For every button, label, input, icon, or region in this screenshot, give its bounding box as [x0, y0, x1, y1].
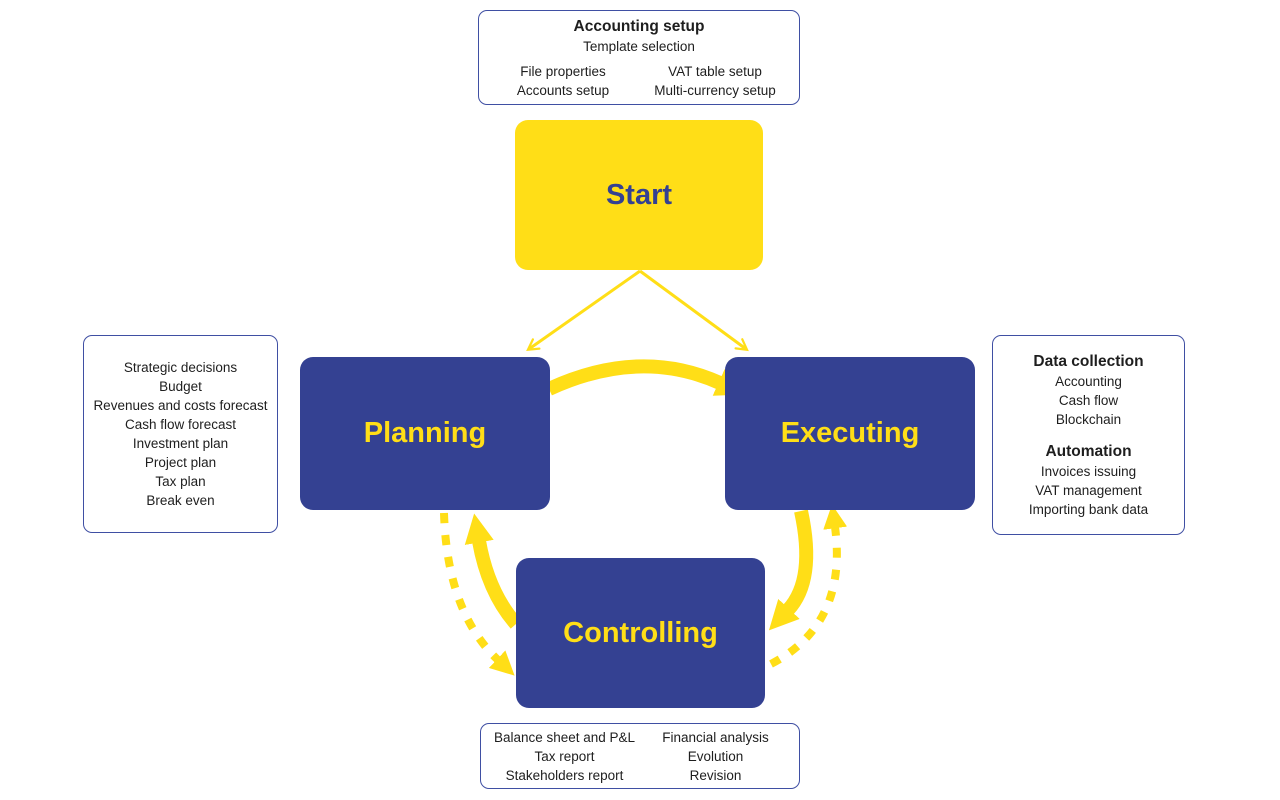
controlling-node: Controlling: [516, 558, 765, 708]
list-item: Multi-currency setup: [654, 82, 776, 98]
list-item: Importing bank data: [1028, 502, 1149, 517]
data-collection-title: Data collection: [1033, 353, 1144, 370]
planning-details-box: Strategic decisions Budget Revenues and …: [83, 335, 278, 533]
list-item: Budget: [159, 379, 202, 394]
arrow-controlling-to-planning: [464, 513, 522, 629]
list-item: Cash flow forecast: [124, 417, 237, 432]
arrow-start-to-planning: [526, 269, 641, 352]
list-item: Revision: [689, 767, 742, 783]
executing-node-label: Executing: [780, 417, 920, 449]
list-item: Invoices issuing: [1040, 464, 1137, 479]
list-item: Accounting: [1055, 374, 1122, 389]
arrow-executing-to-controlling: [768, 509, 814, 631]
arrow-controlling-to-executing-dashed: [769, 504, 848, 668]
list-item: Stakeholders report: [505, 767, 624, 783]
list-item: VAT management: [1035, 483, 1142, 498]
automation-title: Automation: [1045, 443, 1132, 460]
list-item: Cash flow: [1058, 393, 1119, 408]
list-item: Accounts setup: [516, 82, 610, 98]
list-item: File properties: [520, 63, 606, 79]
list-item: Blockchain: [1055, 412, 1122, 427]
controlling-node-label: Controlling: [563, 616, 718, 649]
list-item: Investment plan: [132, 436, 229, 451]
list-item: Tax plan: [155, 474, 206, 489]
accounting-setup-columns: File properties Accounts setup VAT table…: [479, 62, 799, 100]
accounting-setup-box: Accounting setup Template selection File…: [478, 10, 800, 105]
arrow-start-to-executing: [639, 269, 749, 352]
list-item: Tax report: [534, 748, 595, 764]
list-item: Break even: [146, 493, 215, 508]
controlling-details-columns: Balance sheet and P&L Tax report Stakeho…: [481, 728, 799, 785]
accounting-setup-subtitle: Template selection: [583, 38, 695, 54]
list-item: VAT table setup: [668, 63, 762, 79]
list-item: Evolution: [687, 748, 744, 764]
executing-details-box: Data collection Accounting Cash flow Blo…: [992, 335, 1185, 535]
list-item: Project plan: [144, 455, 217, 470]
arrow-planning-to-executing: [546, 359, 746, 396]
accounting-setup-title: Accounting setup: [573, 17, 705, 35]
start-node-label: Start: [605, 178, 673, 211]
list-item: Revenues and costs forecast: [93, 398, 268, 413]
start-node: Start: [515, 120, 763, 270]
controlling-details-box: Balance sheet and P&L Tax report Stakeho…: [480, 723, 800, 789]
accounting-setup-right-column: VAT table setup Multi-currency setup: [639, 62, 791, 100]
planning-node: Planning: [300, 357, 550, 510]
controlling-details-left-column: Balance sheet and P&L Tax report Stakeho…: [489, 728, 640, 785]
controlling-details-right-column: Financial analysis Evolution Revision: [640, 728, 791, 785]
accounting-setup-left-column: File properties Accounts setup: [487, 62, 639, 100]
planning-node-label: Planning: [363, 417, 487, 449]
list-item: Balance sheet and P&L: [493, 729, 636, 745]
section-gap: [993, 429, 1184, 441]
list-item: Financial analysis: [662, 729, 769, 745]
executing-node: Executing: [725, 357, 975, 510]
arrow-planning-to-controlling-dashed: [440, 512, 515, 676]
list-item: Strategic decisions: [123, 360, 238, 375]
